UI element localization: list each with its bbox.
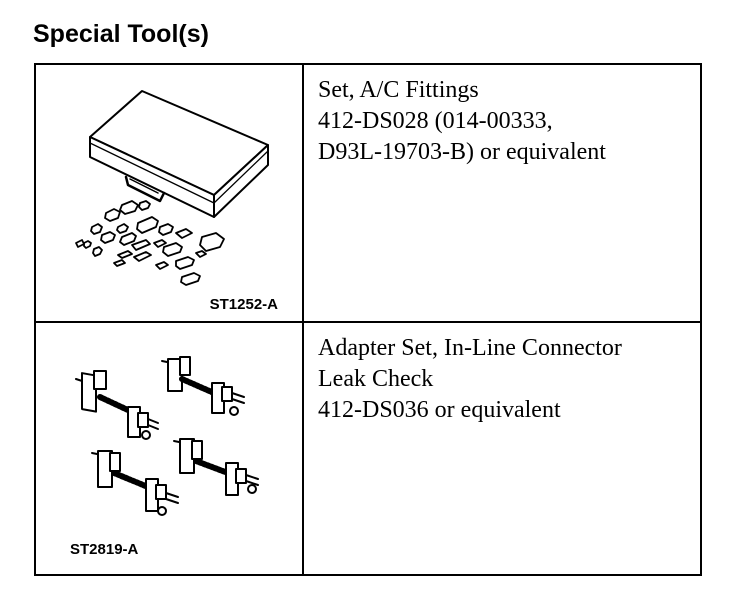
- ac-fittings-case-icon: [75, 90, 269, 286]
- figure-code: ST1252-A: [209, 296, 278, 313]
- tool-name: Leak Check: [318, 366, 434, 392]
- tool-row: ST2819-A Adapter Set, In-Line Connector …: [36, 323, 700, 574]
- tool-name: Adapter Set, In-Line Connector: [318, 335, 622, 361]
- special-tools-table: ST1252-A Set, A/C Fittings 412-DS028 (01…: [34, 63, 702, 576]
- figure-code: ST2819-A: [70, 541, 139, 558]
- tool-description: Adapter Set, In-Line Connector Leak Chec…: [304, 323, 700, 574]
- tool-part-number: 412-DS036 or equivalent: [318, 397, 561, 423]
- tool-row: ST1252-A Set, A/C Fittings 412-DS028 (01…: [36, 65, 700, 323]
- tool-description: Set, A/C Fittings 412-DS028 (014-00333, …: [304, 65, 700, 321]
- tool-illustration-cell: ST2819-A: [36, 323, 304, 574]
- tool-part-number: D93L-19703-B) or equivalent: [318, 139, 606, 165]
- tool-part-number: 412-DS028 (014-00333,: [318, 108, 553, 134]
- tool-illustration-cell: ST1252-A: [36, 65, 304, 321]
- page-title: Special Tool(s): [33, 20, 209, 48]
- tool-name: Set, A/C Fittings: [318, 77, 479, 103]
- inline-connector-adapters-icon: [75, 356, 259, 516]
